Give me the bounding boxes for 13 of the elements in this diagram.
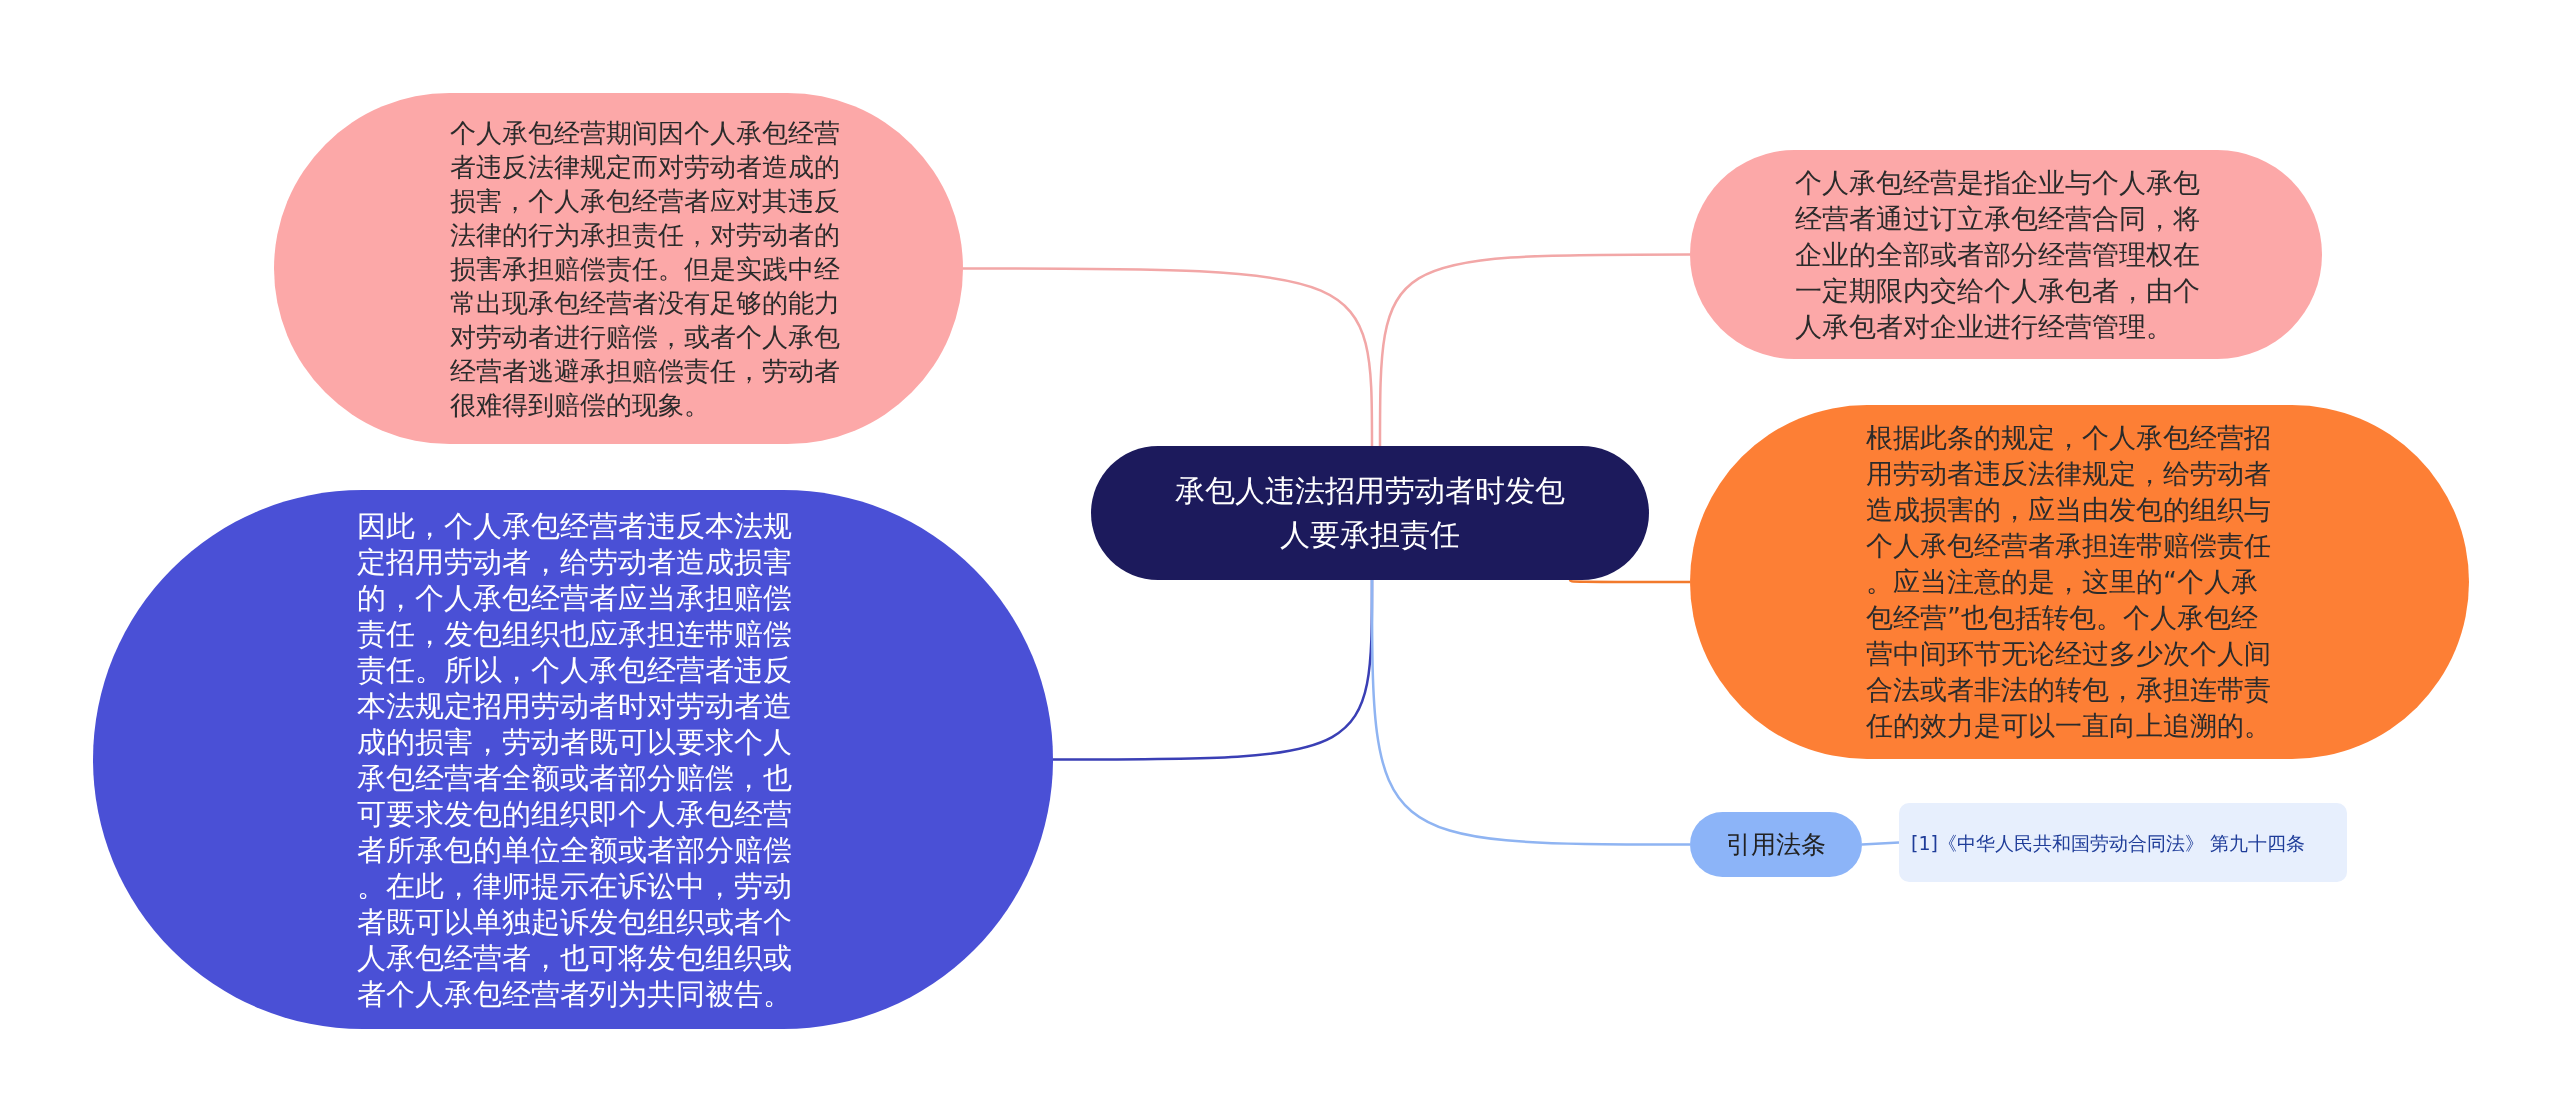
node-text: 个人承包经营是指企业与个人承包经营者通过订立承包经营合同，将企业的全部或者部分经营管理权在一定期限内交给个人承包者，由个人承包者对企业进行经营管理。 — [1795, 165, 2201, 344]
node-text: 根据此条的规定，个人承包经营招用劳动者违反法律规定，给劳动者造成损害的，应当由发包的组织与个人承包经营者承担连带赔偿责任。应当注意的是，这里的“个人承包经营”也包括转包。个人承包经营中间环节无论经过多少次个人间合法或者非法的转包，承担连带责任的效力是可以一直向上追溯的。 — [1866, 421, 2272, 743]
node-text: 承包人违法招用劳动者时发包人要承担责任 — [1174, 472, 1566, 554]
node-text: 因此，个人承包经营者违反本法规定招用劳动者，给劳动者造成损害的，个人承包经营者应当承担赔偿责任，发包组织也应承担连带赔偿责任。所以，个人承包经营者违反本法规定招用劳动者时对劳动者造成的损害，劳动者既可以要求个人承包经营者全额或者部分赔偿，也可要求发包的组织即个人承包经营者所承包的单位全额或者部分赔偿。在此，律师提示在诉讼中，劳动者既可以单独起诉发包组织或者个人承包经营者，也可将发包组织或者个人承包经营者列为共同被告。 — [357, 507, 793, 1012]
node-text: 个人承包经营期间因个人承包经营者违反法律规定而对劳动者造成的损害，个人承包经营者应对其违反法律的行为承担责任，对劳动者的损害承担赔偿责任。但是实践中经常出现承包经营者没有足够的能力对劳动者进行赔偿，或者个人承包经营者逃避承担赔偿责任，劳动者很难得到赔偿的现象。 — [450, 116, 841, 422]
node-text: [1]《中华人民共和国劳动合同法》 第九十四条 — [1911, 830, 2306, 855]
connector-line — [1378, 253, 1690, 446]
connector-line — [1370, 580, 1690, 846]
node-text: 引用法条 — [1725, 828, 1827, 861]
citation-note — [1899, 803, 2347, 882]
connector-line — [1569, 578, 1690, 584]
connector-line — [963, 267, 1374, 446]
connector-line — [1861, 841, 1900, 846]
